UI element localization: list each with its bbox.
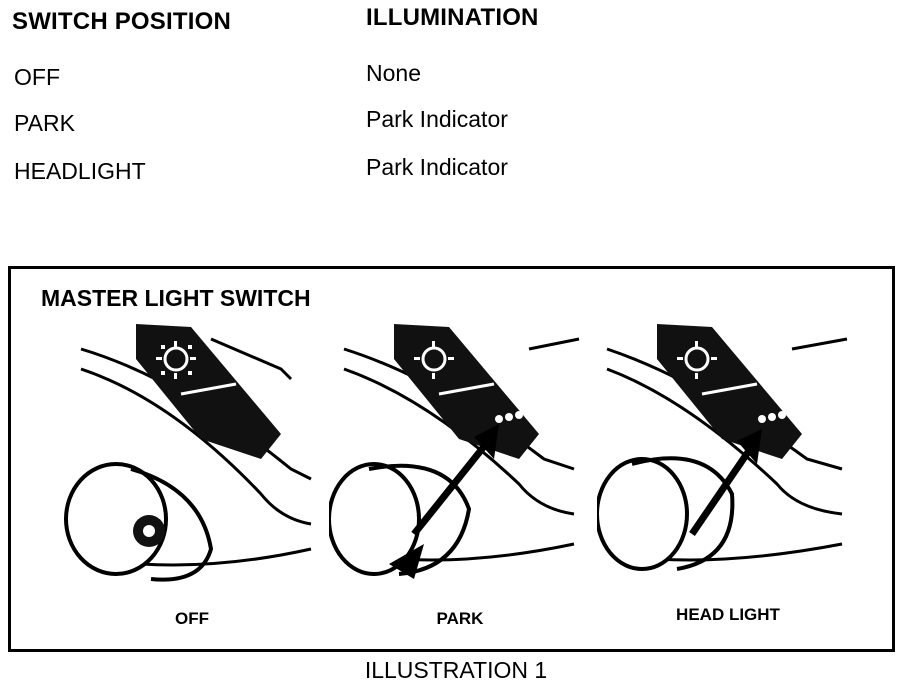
headlight-icon: [677, 341, 717, 379]
knob: [64, 462, 168, 576]
switch-plate: [657, 324, 802, 459]
switch-plate: [394, 324, 539, 459]
switch-panel-off: [61, 319, 323, 609]
knob: [329, 462, 421, 576]
headlight-icon: [156, 341, 196, 379]
park-light-icon: [758, 411, 786, 423]
switch-drawing-off: [64, 324, 312, 582]
switch-drawing-park: [329, 324, 580, 579]
panel-label-off: OFF: [175, 609, 209, 628]
row-2-illumination: Park Indicator: [366, 106, 508, 132]
park-light-icon: [495, 411, 523, 423]
row-1-illumination: None: [366, 60, 421, 86]
knob: [597, 457, 689, 571]
row-3-illumination: Park Indicator: [366, 154, 508, 180]
row-2-position: PARK: [14, 110, 75, 136]
figure-caption: ILLUSTRATION 1: [364, 657, 548, 683]
switch-drawing-headlight: [597, 324, 848, 571]
switch-panel-park: [329, 319, 591, 609]
row-3-position: HEADLIGHT: [14, 158, 146, 184]
figure-title: MASTER LIGHT SWITCH: [41, 285, 311, 311]
switch-plate: [136, 324, 281, 459]
row-1-position: OFF: [14, 64, 60, 90]
illustration-frame: MASTER LIGHT SWITCH: [8, 266, 895, 652]
arrow-icon: [411, 431, 497, 537]
header-illumination: ILLUMINATION: [366, 4, 539, 31]
switch-panel-headlight: [597, 319, 859, 609]
header-switch-position: SWITCH POSITION: [12, 8, 231, 35]
arrow-icon: [689, 437, 760, 536]
headlight-icon: [414, 341, 454, 379]
panel-label-park: PARK: [436, 609, 484, 628]
panel-label-headlight: HEAD LIGHT: [676, 605, 780, 624]
